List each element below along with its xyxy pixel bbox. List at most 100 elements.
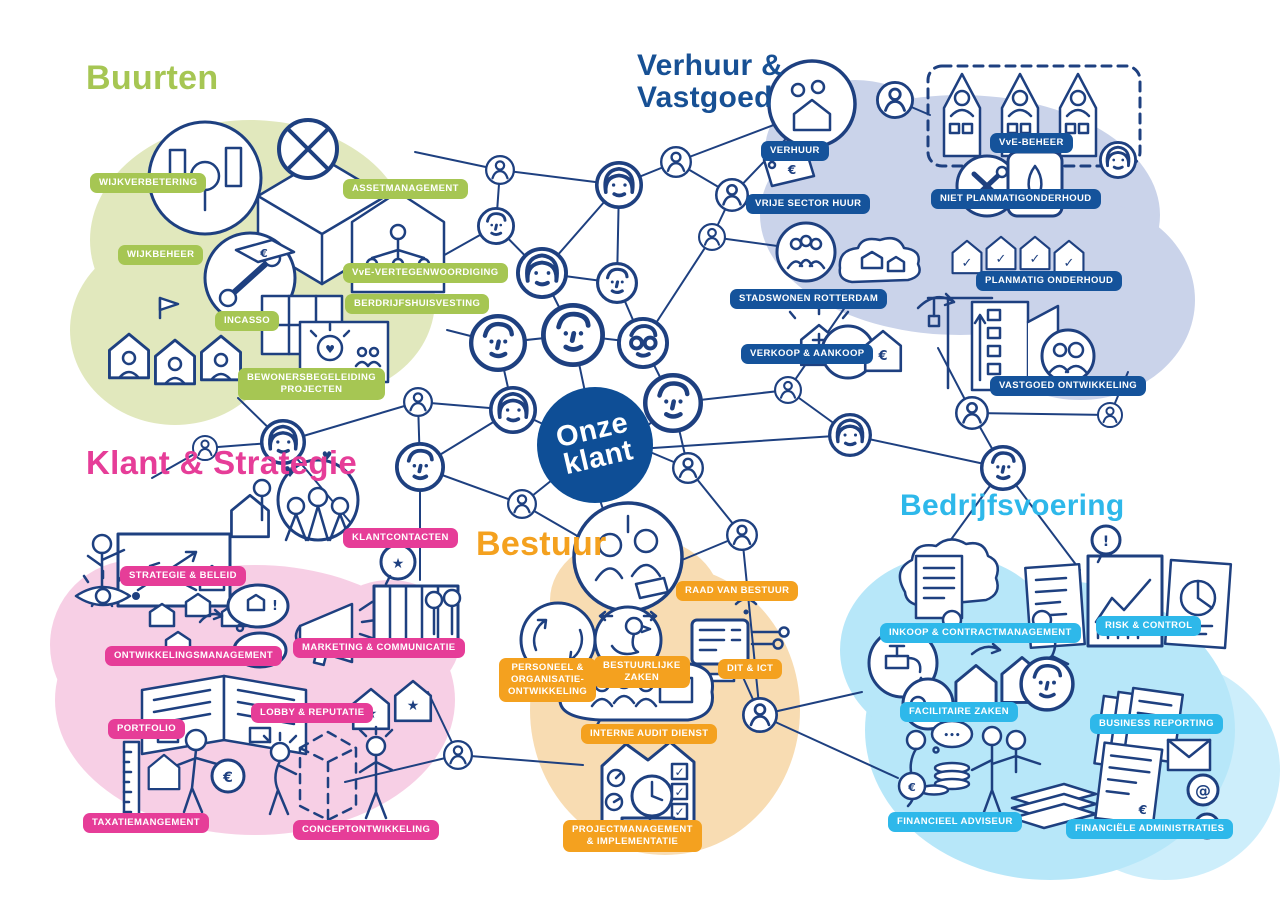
euro-icon: € xyxy=(787,163,796,177)
label-facilitaire-zaken: FACILITAIRE ZAKEN xyxy=(900,702,1019,722)
person-node-icon xyxy=(726,519,758,551)
lightbulb-icon xyxy=(316,334,344,362)
label-financieel-adviseur: FINANCIEEL ADVISEUR xyxy=(888,812,1022,832)
person-node-icon xyxy=(698,223,726,251)
person-face-icon xyxy=(596,262,638,304)
check-icon: ✓ xyxy=(674,805,684,819)
person-node-icon xyxy=(1097,402,1123,428)
person-node-icon xyxy=(742,697,778,733)
label-risk-control: RISK & CONTROL xyxy=(1096,616,1202,636)
label-interne-audit-dienst: INTERNE AUDIT DIENST xyxy=(581,724,718,744)
heart-icon: ♥ xyxy=(322,449,333,463)
person-node-icon xyxy=(660,146,692,178)
title-verhuur-vastgoed: Verhuur & Vastgoed xyxy=(637,49,784,114)
person-node-icon xyxy=(485,155,515,185)
label-strategie-beleid: STRATEGIE & BELEID xyxy=(120,566,246,586)
crane-icon xyxy=(926,296,994,390)
concept-cube-icon xyxy=(298,730,358,822)
label-portfolio: PORTFOLIO xyxy=(108,719,186,739)
label-personeel-organisatie-ontwikkeling: PERSONEEL & ORGANISATIE- ONTWIKKELING xyxy=(499,658,597,702)
label-vastgoed-ontwikkeling: VASTGOED ONTWIKKELING xyxy=(990,376,1147,396)
euro-icon: € xyxy=(877,349,887,364)
label-assetmanagement: ASSETMANAGEMENT xyxy=(343,179,468,199)
label-vve-vertegenwoordiging: VvE-VERTEGENWOORDIGING xyxy=(343,263,508,283)
person-face-icon xyxy=(828,413,872,457)
label-bewonersbegeleiding-projecten: BEWONERSBEGELEIDING PROJECTEN xyxy=(238,368,385,400)
label-bedrijfshuisvesting: BERDRIJFSHUISVESTING xyxy=(345,294,490,314)
label-ontwikkelingsmanagement: ONTWIKKELINGSMANAGEMENT xyxy=(105,646,283,666)
euro-icon: € xyxy=(259,247,268,260)
person-face-icon xyxy=(1099,141,1137,179)
label-taxatiemangement: TAXATIEMANGEMENT xyxy=(83,813,209,833)
star-icon: ★ xyxy=(392,556,405,572)
label-lobby-reputatie: LOBBY & REPUTATIE xyxy=(251,703,374,723)
person-node-icon xyxy=(774,376,802,404)
label-niet-planmatig-onderhoud: NIET PLANMATIGONDERHOUD xyxy=(931,189,1101,209)
label-marketing-communicatie: MARKETING & COMMUNICATIE xyxy=(293,638,465,658)
check-icon: ✓ xyxy=(962,256,973,271)
at-icon: @ xyxy=(1195,781,1211,800)
label-inkoop-contractmanagement: INKOOP & CONTRACTMANAGEMENT xyxy=(880,623,1081,643)
label-raad-van-bestuur: RAAD VAN BESTUUR xyxy=(676,581,799,601)
verhuur-vastgoed-illustrations: € ✓ ✓ ✓ ✓ € xyxy=(762,59,1142,392)
check-icon: ✓ xyxy=(996,252,1007,267)
person-face-icon xyxy=(980,445,1026,491)
label-wijkbeheer: WIJKBEHEER xyxy=(118,245,204,265)
check-icon: ✓ xyxy=(1064,256,1075,271)
label-vve-beheer: VvE-BEHEER xyxy=(990,133,1073,153)
person-face-icon xyxy=(477,207,515,245)
check-icon: ✓ xyxy=(674,785,684,799)
eye-icon xyxy=(74,585,132,607)
label-wijkverbetering: WIJKVERBETERING xyxy=(90,173,207,193)
label-business-reporting: BUSINESS REPORTING xyxy=(1090,714,1223,734)
euro-icon: € xyxy=(1137,802,1148,817)
person-face-icon xyxy=(543,305,602,364)
person-face-icon xyxy=(395,442,445,492)
person-face-icon xyxy=(645,375,701,431)
star-icon: ★ xyxy=(407,698,420,714)
heart-icon: ♥ xyxy=(325,343,335,356)
invoice-icon xyxy=(1094,741,1164,827)
person-face-icon xyxy=(516,247,568,299)
title-klant-strategie: Klant & Strategie xyxy=(86,444,357,481)
person-glasses-icon xyxy=(617,317,669,369)
title-bedrijfsvoering: Bedrijfsvoering xyxy=(900,489,1125,522)
monitor-icon xyxy=(690,618,750,666)
label-bestuurlijke-zaken: BESTUURLIJKE ZAKEN xyxy=(594,656,690,688)
euro-icon: € xyxy=(222,770,233,786)
dots-icon: ••• xyxy=(943,731,960,741)
person-node-icon xyxy=(507,489,537,519)
label-planmatig-onderhoud: PLANMATIG ONDERHOUD xyxy=(976,271,1123,291)
person-face-icon xyxy=(471,316,525,370)
label-verkoop-aankoop: VERKOOP & AANKOOP xyxy=(741,344,874,364)
speech-bubble-icon xyxy=(226,583,290,629)
label-verhuur: VERHUUR xyxy=(761,141,829,161)
exclamation-icon: ! xyxy=(272,599,278,614)
person-node-icon xyxy=(955,396,989,430)
onze-klant-label: Onze klant xyxy=(552,407,636,482)
money-note-icon xyxy=(234,238,296,264)
book-icon xyxy=(140,674,226,756)
exclamation-icon: ! xyxy=(1103,534,1109,550)
person-face-icon xyxy=(595,161,643,209)
label-stadswonen-rotterdam: STADSWONEN ROTTERDAM xyxy=(730,289,888,309)
person-node-icon xyxy=(715,178,749,212)
person-face-icon xyxy=(489,386,537,434)
euro-icon: € xyxy=(907,781,916,794)
label-vrije-sector-huur: VRIJE SECTOR HUUR xyxy=(746,194,871,214)
onze-klant-circle: Onze klant xyxy=(537,387,653,503)
person-face-icon xyxy=(1019,656,1075,712)
heart-icon: ♥ xyxy=(283,463,296,481)
label-projectmanagement-implementatie: PROJECTMANAGEMENT & IMPLEMENTATIE xyxy=(563,820,702,852)
person-node-icon xyxy=(672,452,704,484)
label-dit-ict: DIT & ICT xyxy=(718,659,783,679)
title-bestuur: Bestuur xyxy=(476,525,607,563)
envelope-icon xyxy=(1166,738,1212,772)
person-node-icon xyxy=(443,740,473,770)
label-klantcontacten: KLANTCONTACTEN xyxy=(343,528,458,548)
title-buurten: Buurten xyxy=(86,59,219,97)
check-icon: ✓ xyxy=(674,765,684,779)
label-financiele-administraties: FINANCIËLE ADMINISTRATIES xyxy=(1066,819,1234,839)
label-incasso: INCASSO xyxy=(215,311,280,331)
